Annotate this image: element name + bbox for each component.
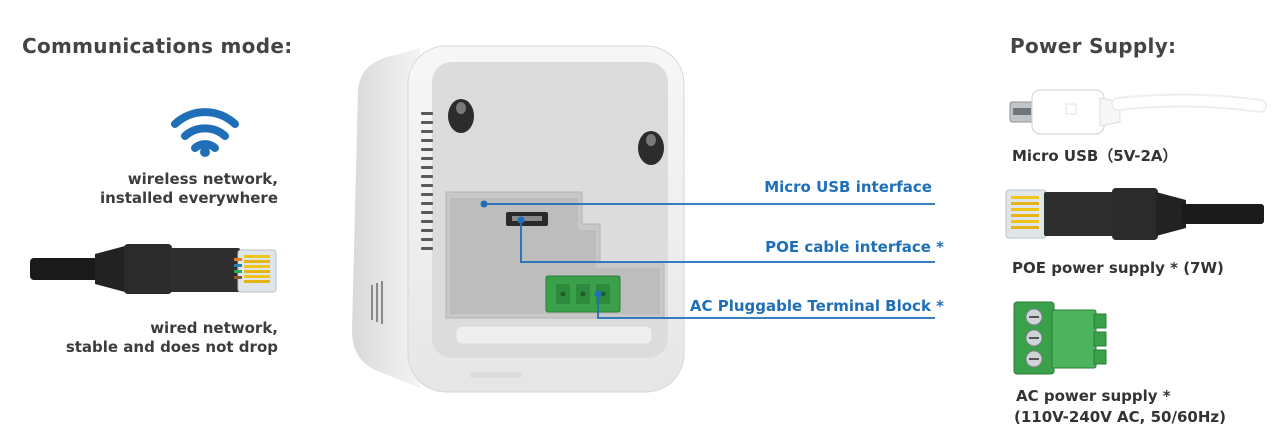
ac-power-caption: AC power supply * (110V-240V AC, 50/60Hz… — [1014, 386, 1226, 428]
micro-usb-caption: Micro USB（5V-2A） — [1012, 147, 1178, 165]
ac-caption-line-2: (110V-240V AC, 50/60Hz) — [1014, 408, 1226, 426]
power-supply-heading: Power Supply: — [1010, 34, 1177, 58]
poe-caption: POE power supply * (7W) — [1012, 259, 1224, 277]
wireless-description: wireless network, installed everywhere — [100, 170, 278, 208]
ac-caption-line-1: AC power supply * — [1016, 387, 1171, 405]
wireless-line-2: installed everywhere — [99, 189, 278, 207]
communications-mode-heading: Communications mode: — [22, 34, 293, 58]
ac-terminal-block-label: AC Pluggable Terminal Block * — [689, 297, 944, 315]
micro-usb-interface-label: Micro USB interface — [764, 178, 932, 196]
wired-line-1: wired network, — [150, 319, 278, 337]
wired-description: wired network, stable and does not drop — [66, 319, 278, 357]
wireless-line-1: wireless network, — [127, 170, 278, 188]
poe-cable-interface-label: POE cable interface * — [765, 238, 944, 256]
wired-line-2: stable and does not drop — [65, 338, 278, 356]
